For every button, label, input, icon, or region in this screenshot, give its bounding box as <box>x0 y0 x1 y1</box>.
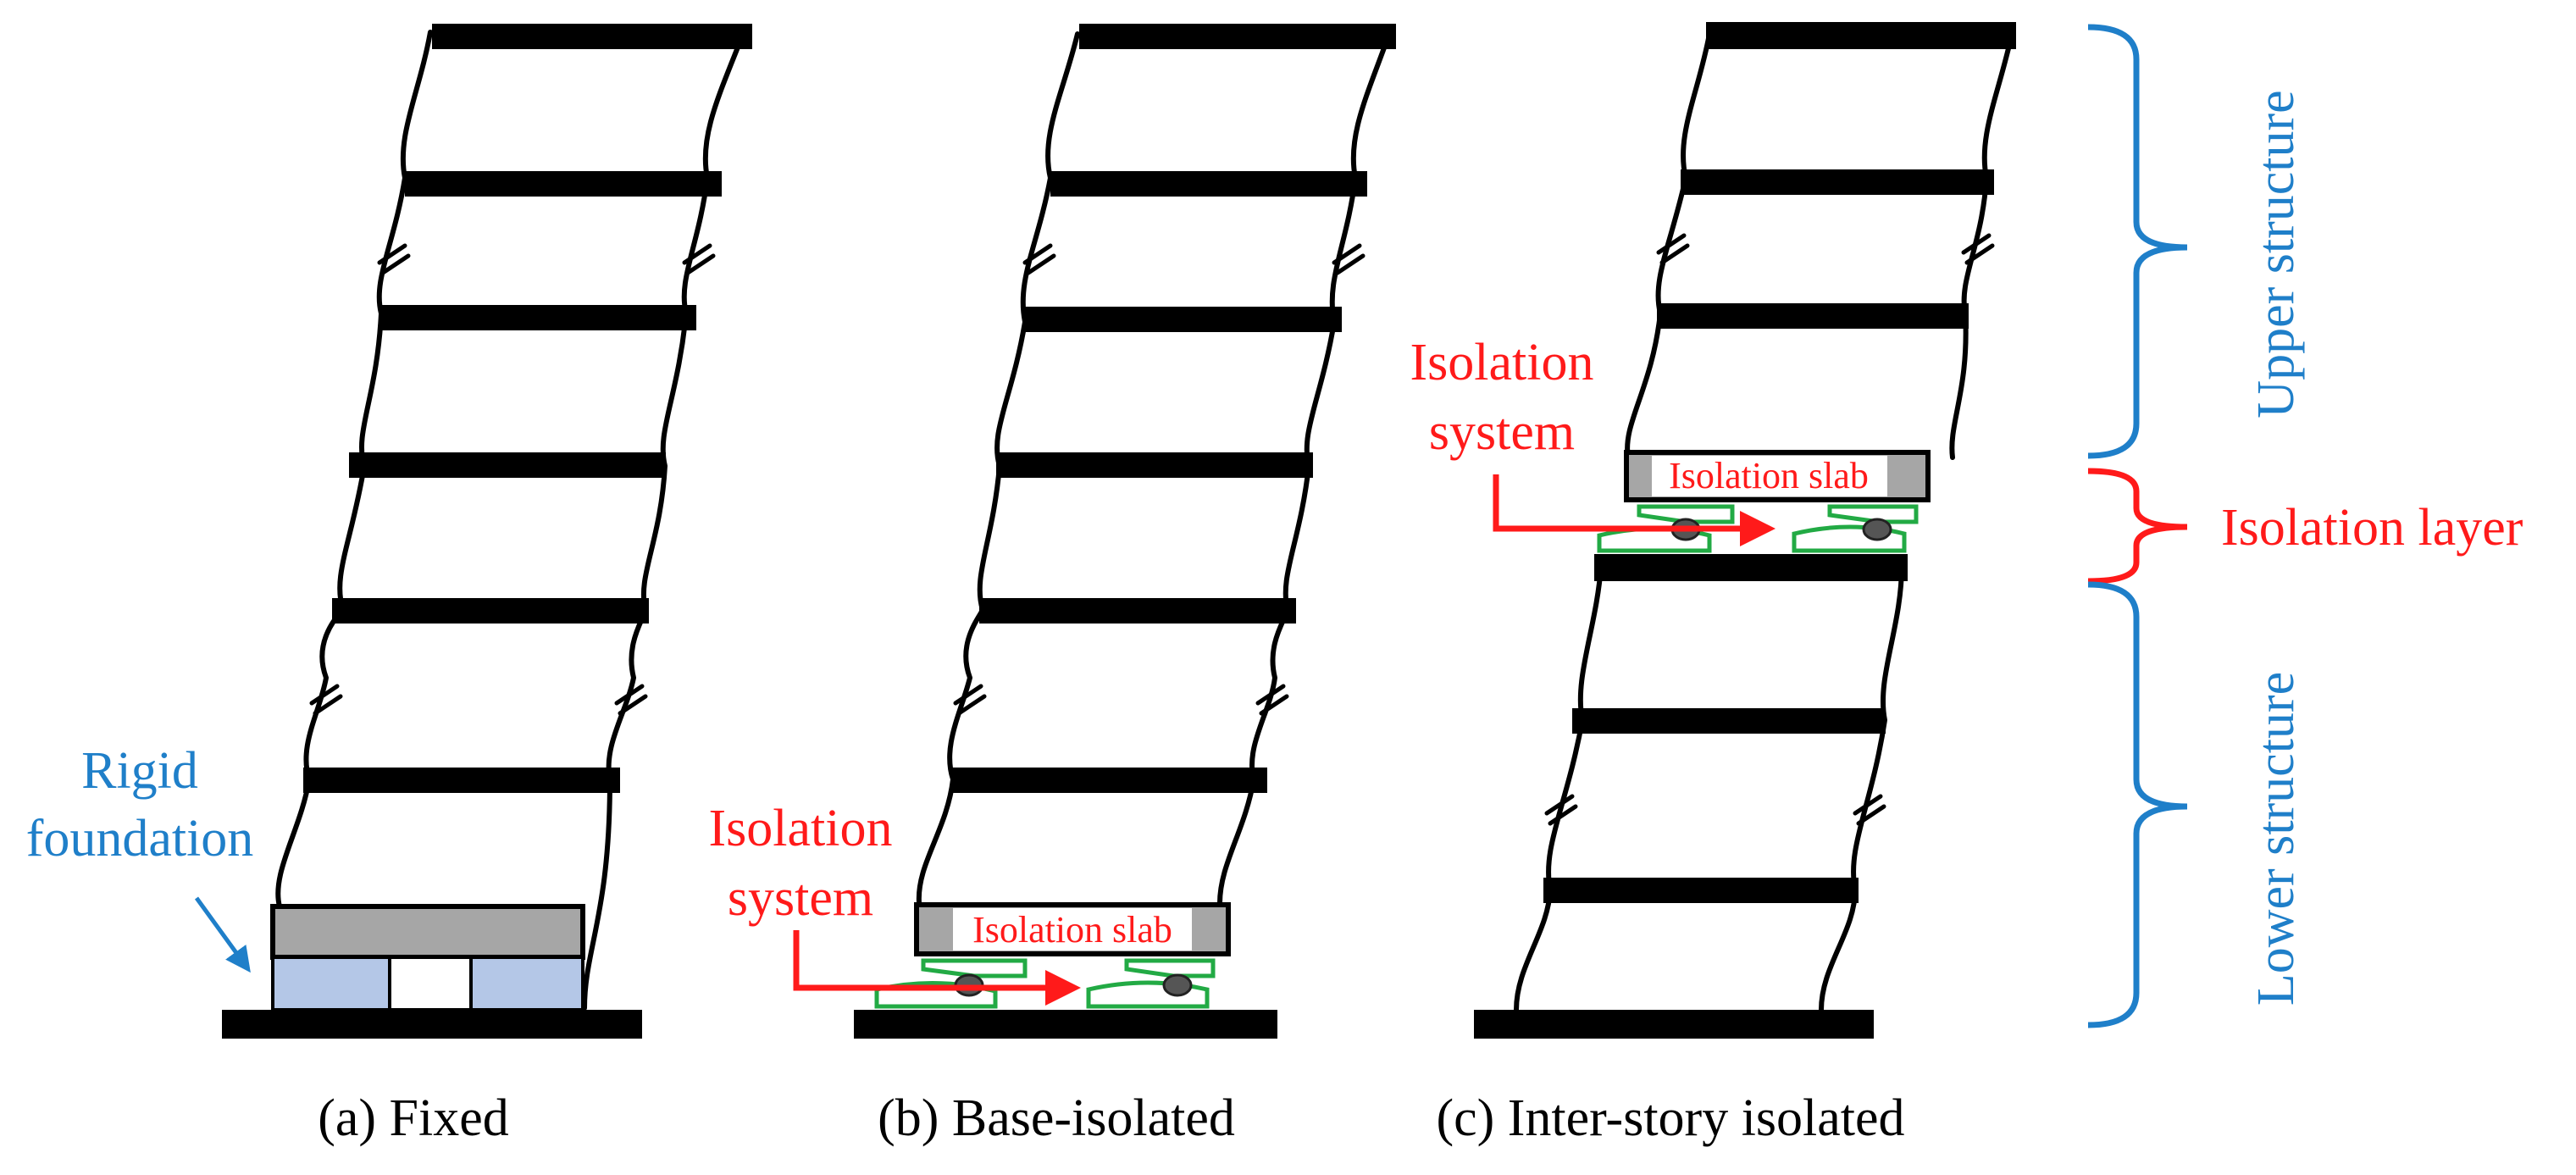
column-left-a <box>275 30 433 909</box>
building-frame-b: Isolation slab <box>854 24 1396 1039</box>
isolation-system-c-label-1: Isolation <box>1410 334 1594 391</box>
caption-c: (c) Inter-story isolated <box>1436 1089 1904 1147</box>
ground-b <box>854 1010 1277 1039</box>
floor-slab-b-6 <box>950 768 1267 793</box>
break-marks-c <box>1544 233 1995 826</box>
isolation-system-b-arrow <box>793 930 1081 1006</box>
foundation-block-left <box>271 956 391 1011</box>
lower-structure-label: Lower structure <box>2247 672 2305 1006</box>
floor-slab-b-2 <box>1050 171 1367 197</box>
panel-base-isolated: Isolation slab Isolation system (b) Base… <box>709 24 1396 1147</box>
upper-structure-label: Upper structure <box>2247 90 2305 418</box>
isolation-slab-b-label: Isolation slab <box>972 909 1172 951</box>
floor-slab-c-3 <box>1657 303 1969 329</box>
floor-slab-a-1 <box>432 24 752 49</box>
foundation-gap <box>388 956 473 1011</box>
caption-b: (b) Base-isolated <box>878 1089 1235 1147</box>
floor-slab-c-6 <box>1543 878 1859 903</box>
rigid-foundation-label-1: Rigid <box>81 742 198 800</box>
ground-c <box>1474 1010 1874 1039</box>
floor-slab-b-4 <box>996 452 1313 478</box>
rigid-foundation-label-2: foundation <box>26 810 254 867</box>
isolation-layer-label: Isolation layer <box>2221 499 2523 557</box>
floor-slab-a-5 <box>332 598 649 624</box>
rigid-foundation-slab <box>270 904 585 960</box>
ground-a <box>222 1010 642 1039</box>
column-upper-right-c <box>1949 31 2014 460</box>
floor-slab-c-4 <box>1594 554 1908 581</box>
building-frame-a <box>222 24 752 1039</box>
structure-braces <box>2087 24 2188 1028</box>
isolation-bearings-c <box>1597 504 1919 553</box>
floor-slab-a-4 <box>349 452 666 478</box>
floor-slab-b-1 <box>1079 24 1396 49</box>
floor-slab-b-3 <box>1025 307 1342 332</box>
isolation-system-c-label-2: system <box>1429 403 1575 461</box>
column-upper-left-c <box>1625 31 1712 460</box>
floor-slab-a-3 <box>379 305 696 330</box>
isolation-system-b-label-1: Isolation <box>709 800 893 857</box>
floor-slab-c-1 <box>1706 22 2016 49</box>
floor-slab-a-2 <box>405 171 722 197</box>
isolation-slab-c-label-bg <box>1652 456 1887 496</box>
rigid-foundation-arrow <box>194 896 251 973</box>
caption-a: (a) Fixed <box>318 1089 509 1147</box>
foundation-block-right <box>469 956 584 1011</box>
break-marks-a <box>309 243 716 716</box>
break-marks-b <box>953 243 1366 716</box>
floor-slab-b-5 <box>979 598 1296 624</box>
floor-slab-c-5 <box>1572 708 1886 734</box>
panel-fixed: Rigid foundation (a) Fixed <box>26 24 752 1147</box>
isolation-bearings-b <box>874 958 1216 1009</box>
isolation-system-b-label-2: system <box>728 869 873 927</box>
brace-isolation-layer <box>2087 468 2188 585</box>
isolation-system-c-arrow <box>1493 474 1776 546</box>
floor-slab-c-2 <box>1681 169 1994 195</box>
brace-lower-structure <box>2087 581 2188 1028</box>
column-lower-left-c <box>1514 563 1604 1012</box>
floor-slab-a-6 <box>303 768 620 793</box>
column-right-a <box>582 30 746 1011</box>
column-lower-right-c <box>1819 563 1904 1012</box>
column-right-b <box>1217 31 1392 906</box>
panel-inter-story-isolated: Isolation slab Isolation system <box>1410 22 2016 1147</box>
column-left-b <box>916 31 1080 906</box>
brace-upper-structure <box>2087 24 2188 459</box>
isolation-slab-b-label-bg <box>953 908 1192 951</box>
building-frame-c: Isolation slab <box>1474 22 2016 1039</box>
isolation-slab-c-label: Isolation slab <box>1669 455 1869 496</box>
